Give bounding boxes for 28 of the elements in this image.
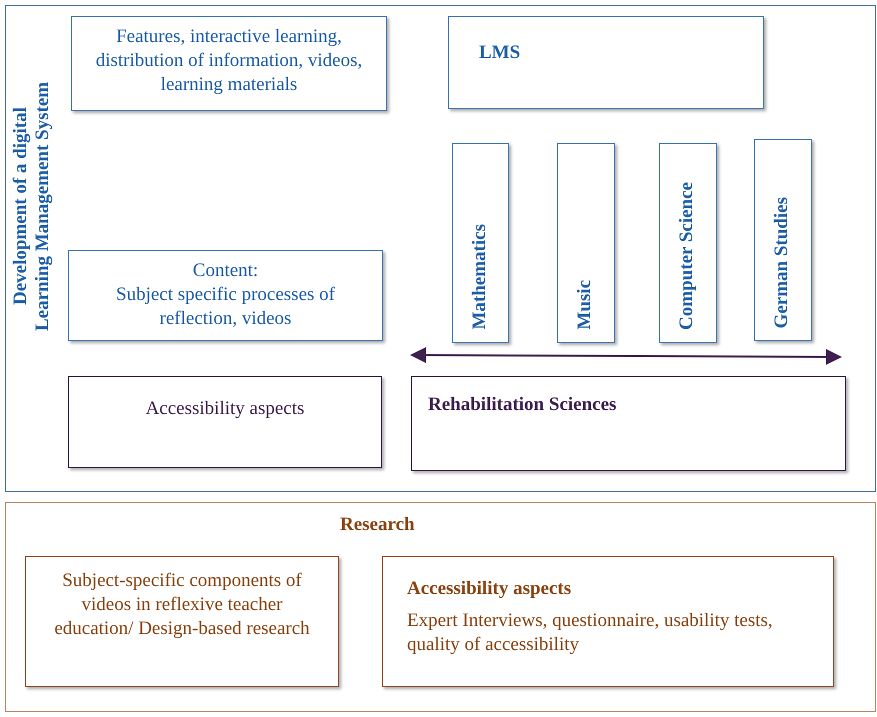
subject-label: German Studies — [770, 196, 793, 328]
subject-box — [452, 143, 509, 343]
box-text: Accessibility aspects — [144, 397, 306, 421]
text-box — [68, 250, 383, 341]
subject-box — [557, 143, 615, 343]
subject-label: Music — [573, 280, 596, 330]
text-box — [25, 556, 339, 687]
box-heading: Accessibility aspects — [407, 577, 572, 601]
subject-box — [754, 139, 812, 341]
section-title: Development of a digital Learning Management System — [10, 80, 54, 333]
section-title: Research — [340, 513, 415, 537]
section-panel — [5, 502, 876, 712]
box-heading: Rehabilitation Sciences — [428, 393, 618, 417]
section-panel — [5, 5, 876, 492]
text-box — [382, 556, 834, 687]
text-box — [68, 376, 382, 468]
box-text: Expert Interviews, questionnaire, usability tests, quality of accessibility — [407, 609, 774, 657]
subject-label: Mathematics — [468, 224, 491, 330]
text-box — [448, 16, 764, 109]
box-heading: LMS — [479, 41, 522, 65]
box-text: Subject-specific components of videos in reflexive teacher education/ Design-based research — [53, 569, 311, 641]
text-box — [411, 376, 846, 471]
box-text: Subject specific processes of reflection, videos — [115, 283, 336, 331]
text-box — [71, 16, 387, 111]
box-heading: Content: — [192, 259, 260, 283]
box-text: Features, interactive learning, distribution of information, videos, learning materials — [94, 25, 364, 97]
subject-label: Computer Science — [675, 182, 698, 330]
subject-box — [659, 143, 717, 343]
